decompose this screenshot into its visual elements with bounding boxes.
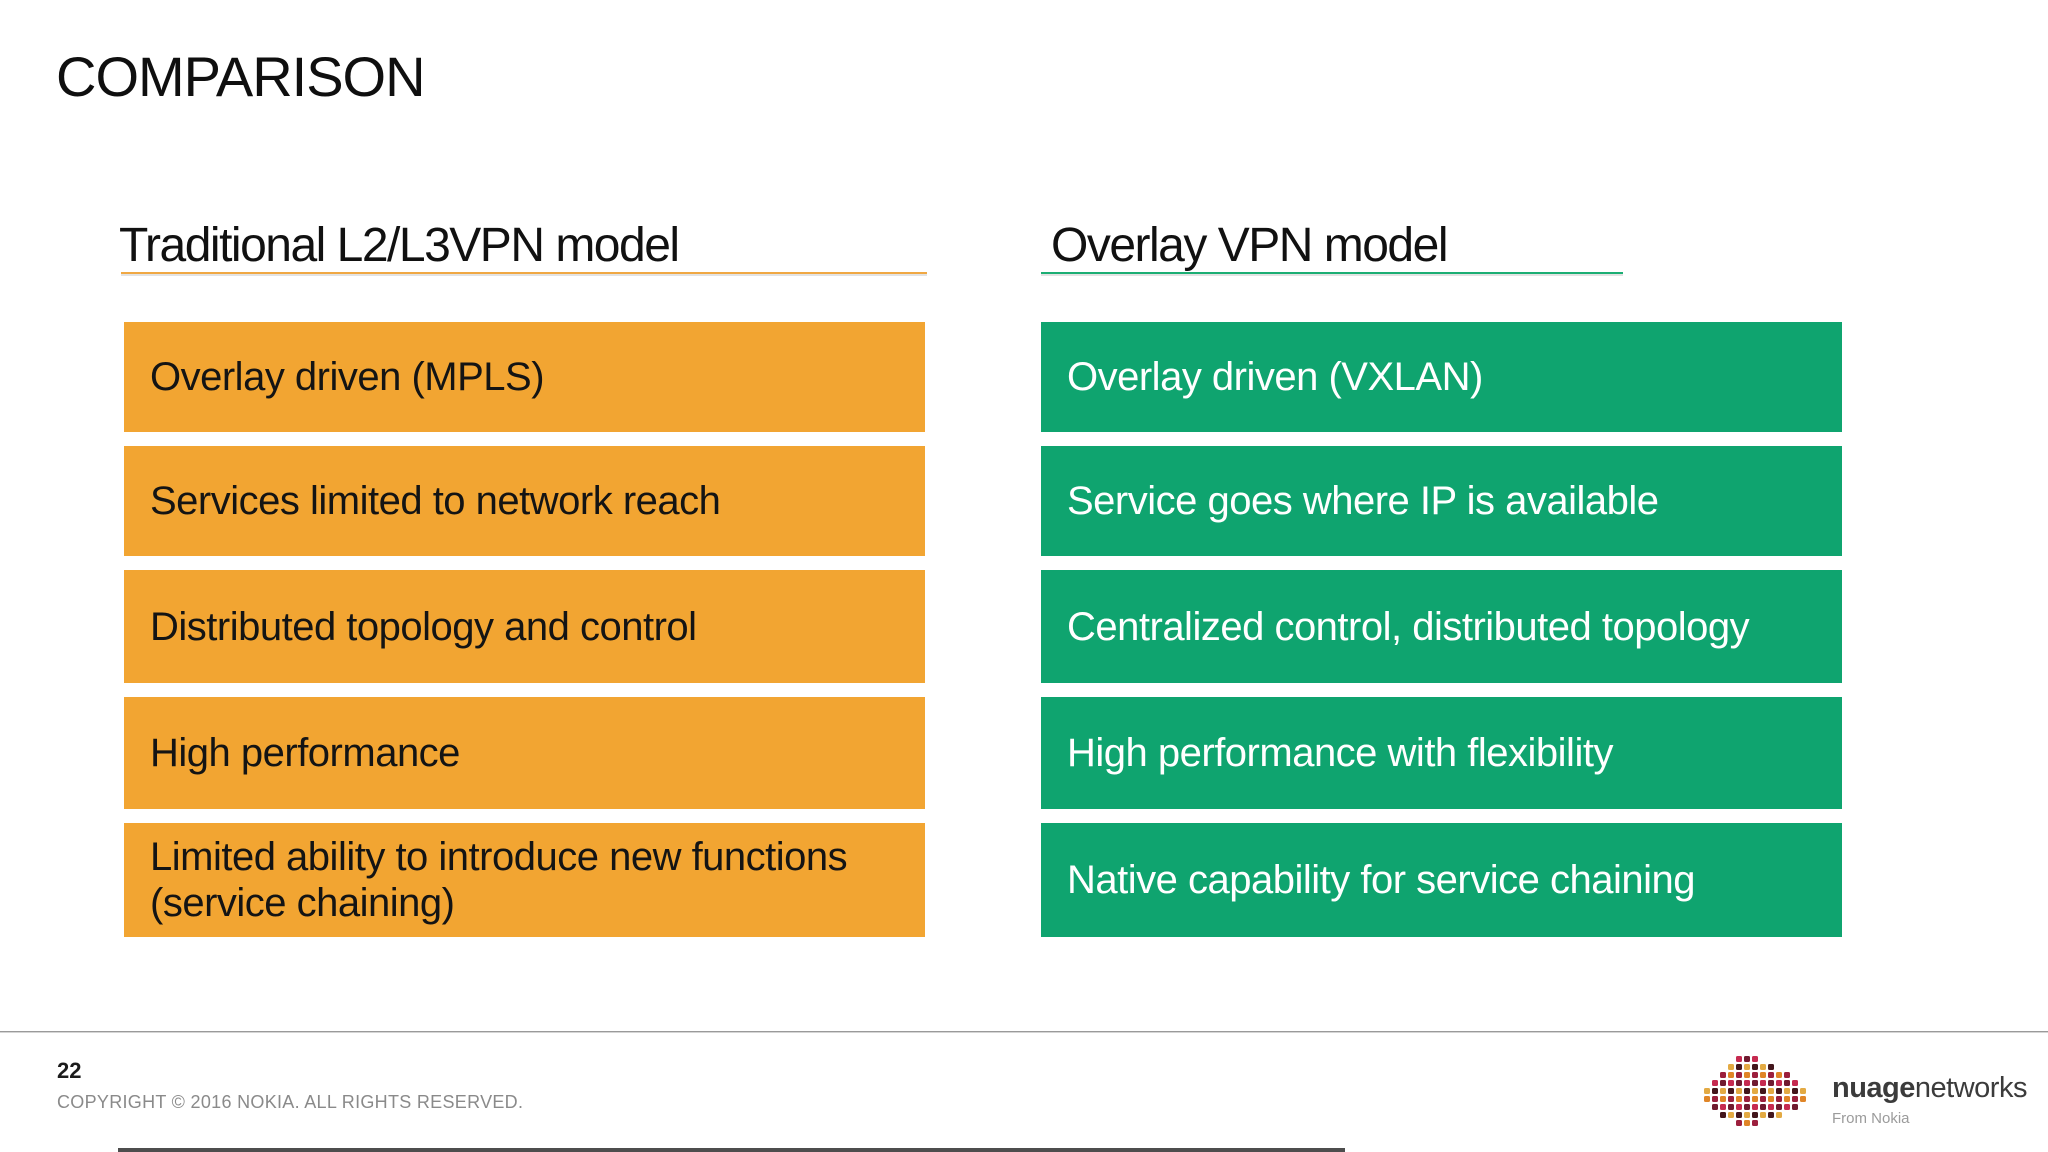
nuage-networks-logo: nuagenetworks From Nokia — [1704, 1050, 2034, 1140]
comparison-item: Overlay driven (VXLAN) — [1041, 322, 1842, 432]
comparison-item: Distributed topology and control — [124, 570, 925, 683]
comparison-item-label: High performance with flexibility — [1067, 731, 1613, 775]
slide-title: COMPARISON — [56, 45, 426, 108]
comparison-item-label: Service goes where IP is available — [1067, 479, 1659, 523]
comparison-item-label: Overlay driven (MPLS) — [150, 355, 545, 399]
logo-brand-bold: nuage — [1832, 1072, 1915, 1104]
nuage-cloud-icon — [1704, 1056, 1808, 1126]
comparison-item-label: Limited ability to introduce new functio… — [150, 835, 848, 925]
comparison-item-label: Native capability for service chaining — [1067, 858, 1695, 902]
traditional-vpn-list: Overlay driven (MPLS) Services limited t… — [124, 322, 925, 937]
logo-brand-regular: networks — [1914, 1072, 2028, 1104]
comparison-item: Native capability for service chaining — [1041, 823, 1842, 937]
page-number: 22 — [57, 1058, 82, 1083]
comparison-item: Centralized control, distributed topolog… — [1041, 570, 1842, 683]
bottom-progress-line — [118, 1148, 1345, 1152]
comparison-item: High performance — [124, 697, 925, 809]
left-header-underline — [121, 272, 927, 276]
comparison-item-label: Services limited to network reach — [150, 479, 721, 523]
logo-text: nuagenetworks From Nokia — [1832, 1072, 2027, 1127]
comparison-item: Services limited to network reach — [124, 446, 925, 556]
logo-tagline: From Nokia — [1832, 1110, 1910, 1127]
comparison-item-label: High performance — [150, 731, 460, 775]
overlay-vpn-list: Overlay driven (VXLAN) Service goes wher… — [1041, 322, 1842, 937]
left-column-header: Traditional L2/L3VPN model — [119, 219, 680, 272]
comparison-item-label: Centralized control, distributed topolog… — [1067, 604, 1750, 649]
comparison-item: Limited ability to introduce new functio… — [124, 823, 925, 937]
comparison-item: Service goes where IP is available — [1041, 446, 1842, 556]
right-header-underline — [1041, 272, 1623, 276]
comparison-item-label: Distributed topology and control — [150, 604, 697, 649]
comparison-item: Overlay driven (MPLS) — [124, 322, 925, 432]
comparison-item-label: Overlay driven (VXLAN) — [1067, 355, 1483, 399]
footer-divider — [0, 1031, 2048, 1033]
comparison-item: High performance with flexibility — [1041, 697, 1842, 809]
copyright-text: COPYRIGHT © 2016 NOKIA. ALL RIGHTS RESER… — [57, 1092, 524, 1112]
right-column-header: Overlay VPN model — [1051, 219, 1448, 272]
